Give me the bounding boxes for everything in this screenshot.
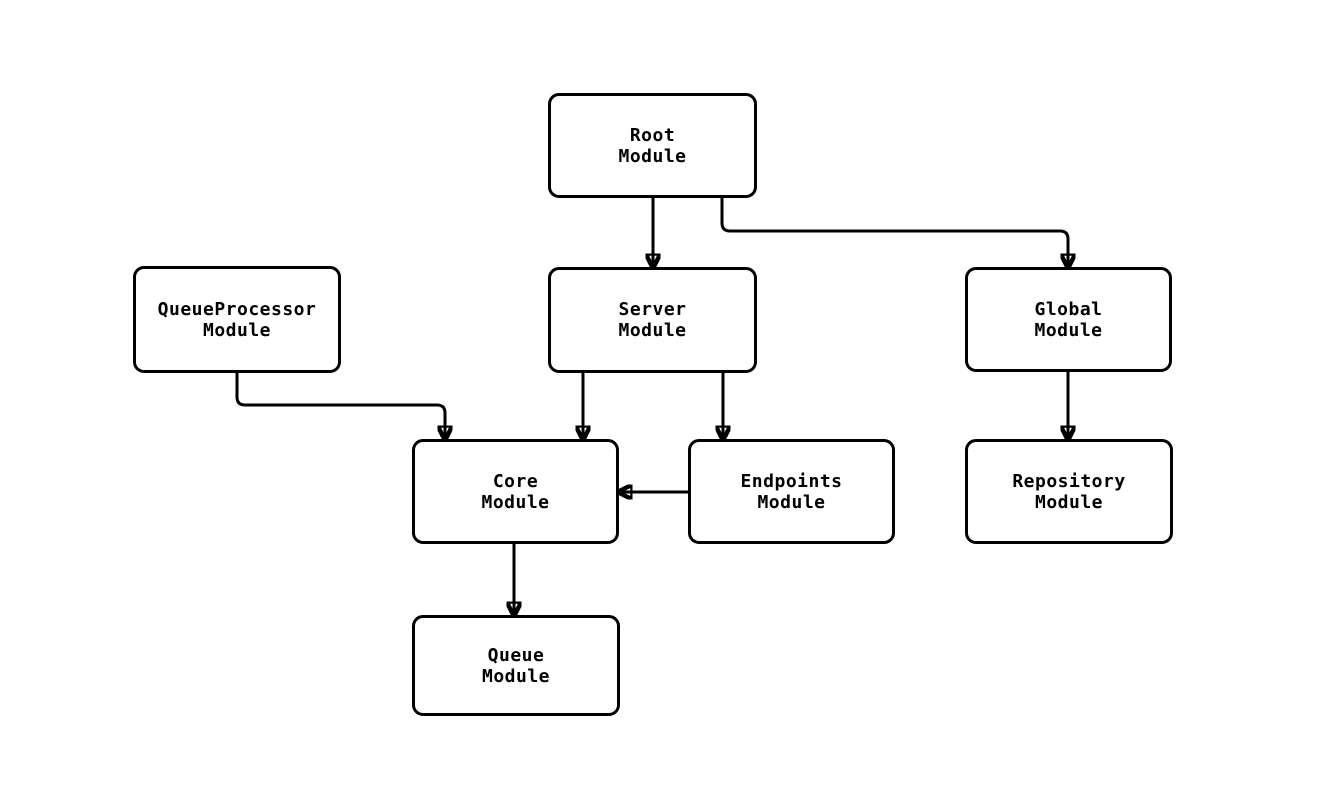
node-title-line1: Repository [1012, 470, 1126, 492]
edge-queueprocessor-to-core [235, 373, 445, 439]
node-queueprocessor-module-label: QueueProcessor Module [158, 299, 317, 341]
node-server-module: Server Module [548, 267, 757, 373]
node-root-module: Root Module [548, 93, 757, 198]
node-title-line1: Core [492, 470, 539, 492]
node-title-line2: Module [1034, 319, 1103, 341]
node-title-line1: QueueProcessor [157, 298, 317, 320]
node-server-module-label: Server Module [618, 299, 686, 341]
node-repository-module: Repository Module [965, 439, 1173, 544]
node-core-module-label: Core Module [481, 471, 549, 513]
node-root-module-label: Root Module [618, 125, 686, 167]
node-title-line2: Module [481, 491, 550, 513]
node-queue-module: Queue Module [412, 615, 620, 716]
node-core-module: Core Module [412, 439, 619, 544]
node-queueprocessor-module: QueueProcessor Module [133, 266, 341, 373]
node-title-line2: Module [1034, 491, 1104, 513]
node-title-line2: Module [618, 145, 687, 167]
node-title-line1: Root [629, 124, 676, 146]
node-title-line1: Endpoints [740, 470, 843, 492]
node-endpoints-module-label: Endpoints Module [740, 471, 842, 513]
node-endpoints-module: Endpoints Module [688, 439, 895, 544]
edge-root-to-global [720, 198, 1068, 267]
node-queue-module-label: Queue Module [482, 645, 550, 687]
node-repository-module-label: Repository Module [1012, 471, 1125, 513]
node-title-line2: Module [481, 665, 551, 687]
node-title-line2: Module [757, 491, 826, 513]
node-global-module-label: Global Module [1034, 299, 1102, 341]
node-title-line1: Server [618, 299, 687, 320]
node-title-line2: Module [202, 319, 272, 341]
node-title-line1: Global [1034, 298, 1103, 320]
node-global-module: Global Module [965, 267, 1172, 372]
node-title-line1: Queue [487, 644, 545, 666]
node-title-line2: Module [618, 320, 687, 341]
